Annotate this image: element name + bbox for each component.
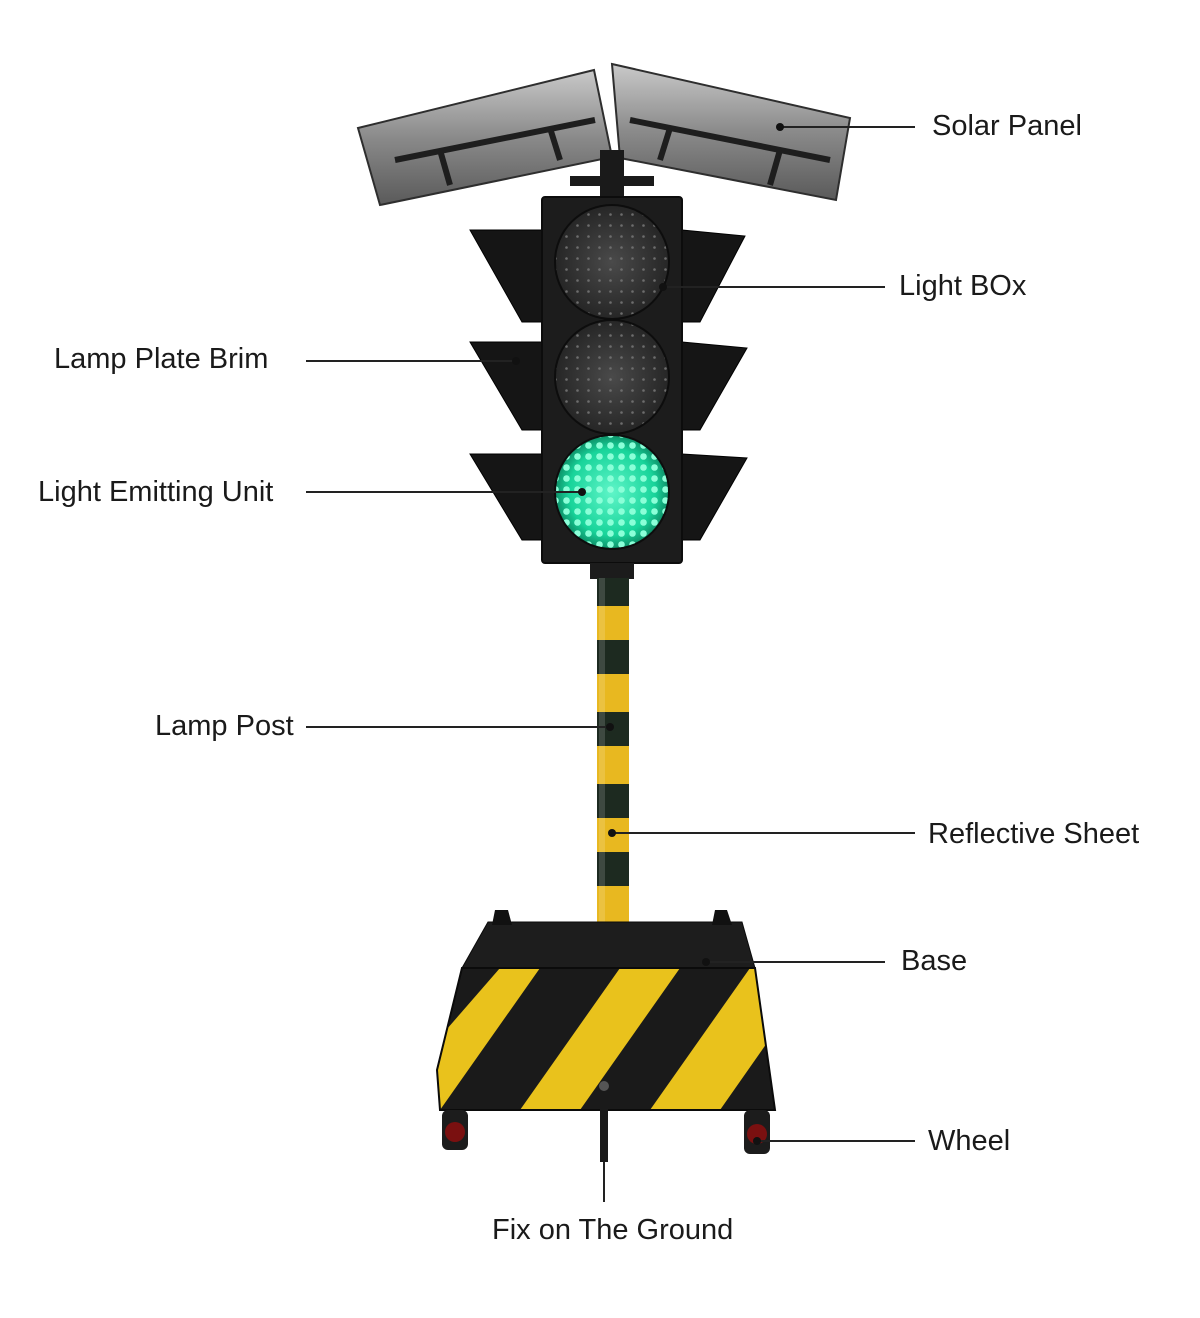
lamp-top xyxy=(554,204,670,320)
solar-panel-assembly xyxy=(356,62,852,207)
label-fix-on-the-ground: Fix on The Ground xyxy=(492,1214,734,1246)
solar-panel-right xyxy=(610,62,852,202)
ground-spike xyxy=(600,1082,608,1162)
label-lamp-plate-brim: Lamp Plate Brim xyxy=(54,343,269,375)
leader-dots xyxy=(512,123,784,1145)
leader-lines xyxy=(306,126,915,1202)
brim-right-bot xyxy=(681,453,748,541)
panel-mount xyxy=(600,150,624,200)
base xyxy=(435,910,777,1162)
brim-right-mid xyxy=(681,341,748,431)
label-light-box: Light BOx xyxy=(899,270,1027,302)
label-reflective-sheet: Reflective Sheet xyxy=(928,818,1140,850)
label-light-emitting-unit: Light Emitting Unit xyxy=(38,476,274,508)
brim-left-top xyxy=(469,229,543,323)
lamp-plate-brims xyxy=(469,229,748,541)
reflective-sheet-bands xyxy=(597,578,629,886)
label-base: Base xyxy=(901,945,968,977)
label-wheel: Wheel xyxy=(928,1125,1011,1157)
lamp-post xyxy=(565,563,661,954)
label-lamp-post: Lamp Post xyxy=(155,710,294,742)
brim-left-mid xyxy=(469,341,543,431)
brim-right-top xyxy=(681,229,746,323)
wheels xyxy=(442,1110,770,1154)
label-solar-panel: Solar Panel xyxy=(932,110,1082,142)
brim-left-bot xyxy=(469,453,543,541)
panel-bracket xyxy=(394,117,831,186)
lamp-middle xyxy=(554,319,670,435)
